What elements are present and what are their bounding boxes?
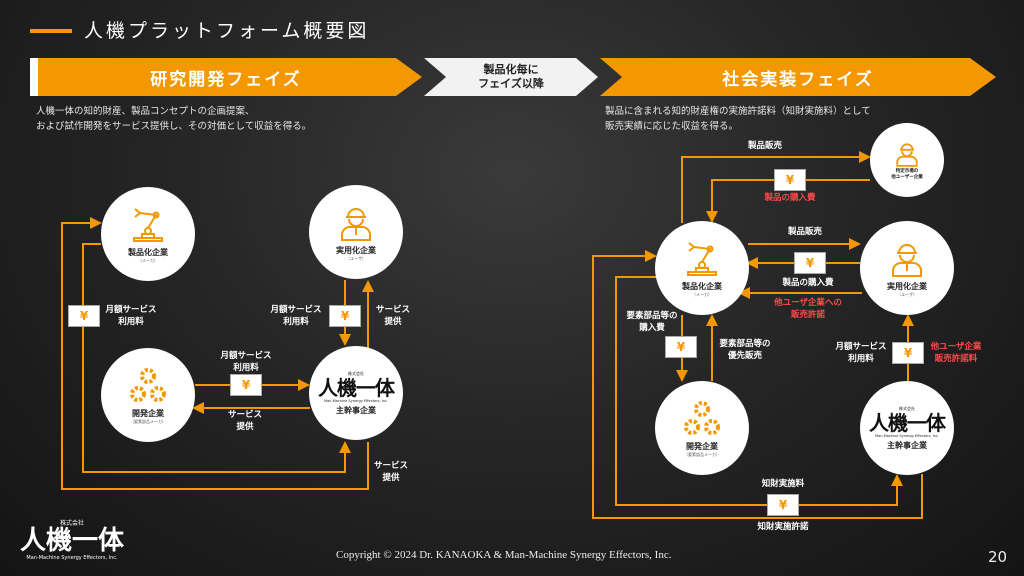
node-name: 実用化企業: [336, 245, 376, 255]
page-number: 20: [988, 548, 1008, 566]
node-name: 製品化企業: [128, 247, 168, 257]
worker-icon: [896, 143, 918, 167]
label-parts-purchase: 要素部品等の 購入費: [626, 311, 678, 333]
yen-icon: ¥: [774, 169, 806, 191]
node-user: 実用化企業 （ユーザ）: [309, 185, 403, 279]
node-name: 特定市場の 他ユーザー企業: [891, 169, 923, 180]
node-developer: 開発企業 （要素部品メーカ）: [655, 381, 749, 475]
robot-arm-icon: [687, 241, 717, 276]
flow-lead-to-mfr-ip-license: [592, 250, 923, 519]
node-other-user: 特定市場の 他ユーザー企業: [870, 123, 944, 197]
flow-mfr-to-lead-ip-fee: [615, 276, 903, 506]
label-license-fee-other: 他ユーザ企業 販売許諾料: [930, 342, 982, 364]
logo-en: Man-Machine Synergy Effectors, Inc.: [26, 555, 118, 561]
node-name: 開発企業: [132, 408, 164, 418]
copyright: Copyright © 2024 Dr. KANAOKA & Man-Machi…: [336, 549, 672, 561]
label-user-fee: 月額サービス 利用料: [835, 342, 887, 364]
page-title: 人機プラットフォーム概要図: [84, 20, 370, 42]
label-user-fee: 月額サービス 利用料: [270, 305, 322, 327]
gears-icon: [684, 400, 720, 435]
yen-icon: ¥: [892, 342, 924, 364]
research-description: 人機一体の知的財産、製品コンセプトの企画提案、 および試作開発をサービス提供し、…: [36, 106, 312, 132]
yen-icon: ¥: [68, 305, 100, 327]
title-accent-bar: [30, 29, 72, 33]
logo-kk: 株式会社: [60, 520, 85, 527]
label-ip-fee: 知財実施料: [761, 479, 805, 489]
node-sub: （要素部品メーカ）: [684, 451, 720, 457]
node-name: 主幹事企業: [336, 405, 376, 415]
node-manufacturer: 製品化企業 （メーカ）: [101, 187, 195, 281]
label-mfr-service: サービス 提供: [373, 461, 409, 483]
yen-icon: ¥: [767, 494, 799, 516]
logo-en: Man-Machine Synergy Effectors, Inc.: [324, 398, 388, 403]
label-sale-user: 製品販売: [787, 227, 823, 237]
node-lead: 株式会社 人機一体 Man-Machine Synergy Effectors,…: [860, 381, 954, 475]
label-ip-license: 知財実施許諾: [757, 522, 809, 532]
node-name: 開発企業: [686, 441, 718, 451]
phase-transition: 製品化毎に フェイズ以降: [424, 58, 598, 96]
robot-arm-icon: [133, 207, 163, 242]
label-mfr-fee: 月額サービス 利用料: [105, 305, 157, 327]
label-dev-fee: 月額サービス 利用料: [220, 351, 272, 373]
flow-mfr-to-other-sale: [681, 151, 871, 223]
worker-icon: [341, 207, 371, 241]
phase-research: 研究開発フェイズ: [30, 58, 422, 96]
flow-other-to-mfr-purchase: [706, 179, 870, 223]
logo-kk: 株式会社: [348, 370, 364, 376]
yen-icon: ¥: [665, 336, 697, 358]
label-resale-license: 他ユーザ企業への 販売許諾: [774, 298, 842, 320]
flow-lead-to-mfr-service: [61, 217, 369, 490]
node-sub: （メーカ）: [692, 291, 712, 297]
footer-logo: 株式会社 人機一体 Man-Machine Synergy Effectors,…: [20, 518, 124, 561]
node-lead: 株式会社 人機一体 Man-Machine Synergy Effectors,…: [309, 346, 403, 440]
node-name: 主幹事企業: [887, 440, 927, 450]
node-sub: （ユーザ）: [346, 255, 366, 261]
node-user: 実用化企業 （ユーザ）: [860, 221, 954, 315]
node-developer: 開発企業 （要素部品メーカ）: [101, 348, 195, 442]
node-sub: （ユーザ）: [897, 291, 917, 297]
gears-icon: [130, 367, 166, 402]
node-name: 製品化企業: [682, 281, 722, 291]
yen-icon: ¥: [230, 374, 262, 396]
label-purchase-user: 製品の購入費: [782, 278, 834, 288]
node-sub: （要素部品メーカ）: [130, 418, 166, 424]
node-name: 実用化企業: [887, 281, 927, 291]
social-description: 製品に含まれる知的財産権の実施許諾料（知財実施料）として 販売実績に応じた収益を…: [605, 106, 871, 132]
label-sale-other: 製品販売: [747, 141, 783, 151]
logo-en: Man-Machine Synergy Effectors, Inc.: [875, 433, 939, 438]
company-logo: 人機一体: [20, 526, 125, 556]
node-sub: （メーカ）: [138, 257, 158, 263]
yen-icon: ¥: [794, 252, 826, 274]
worker-icon: [892, 243, 922, 277]
label-parts-priority: 要素部品等の 優先販売: [719, 339, 771, 361]
node-manufacturer: 製品化企業 （メーカ）: [655, 221, 749, 315]
flow-mfr-to-lead-fee: [82, 243, 351, 473]
company-logo: 人機一体: [869, 410, 946, 435]
label-user-service: サービス 提供: [375, 305, 411, 327]
label-dev-service: サービス 提供: [227, 410, 263, 432]
yen-icon: ¥: [329, 305, 361, 327]
label-purchase-other: 製品の購入費: [764, 193, 816, 203]
company-logo: 人機一体: [318, 375, 395, 400]
phase-social: 社会実装フェイズ: [600, 58, 996, 96]
logo-kk: 株式会社: [899, 405, 915, 411]
